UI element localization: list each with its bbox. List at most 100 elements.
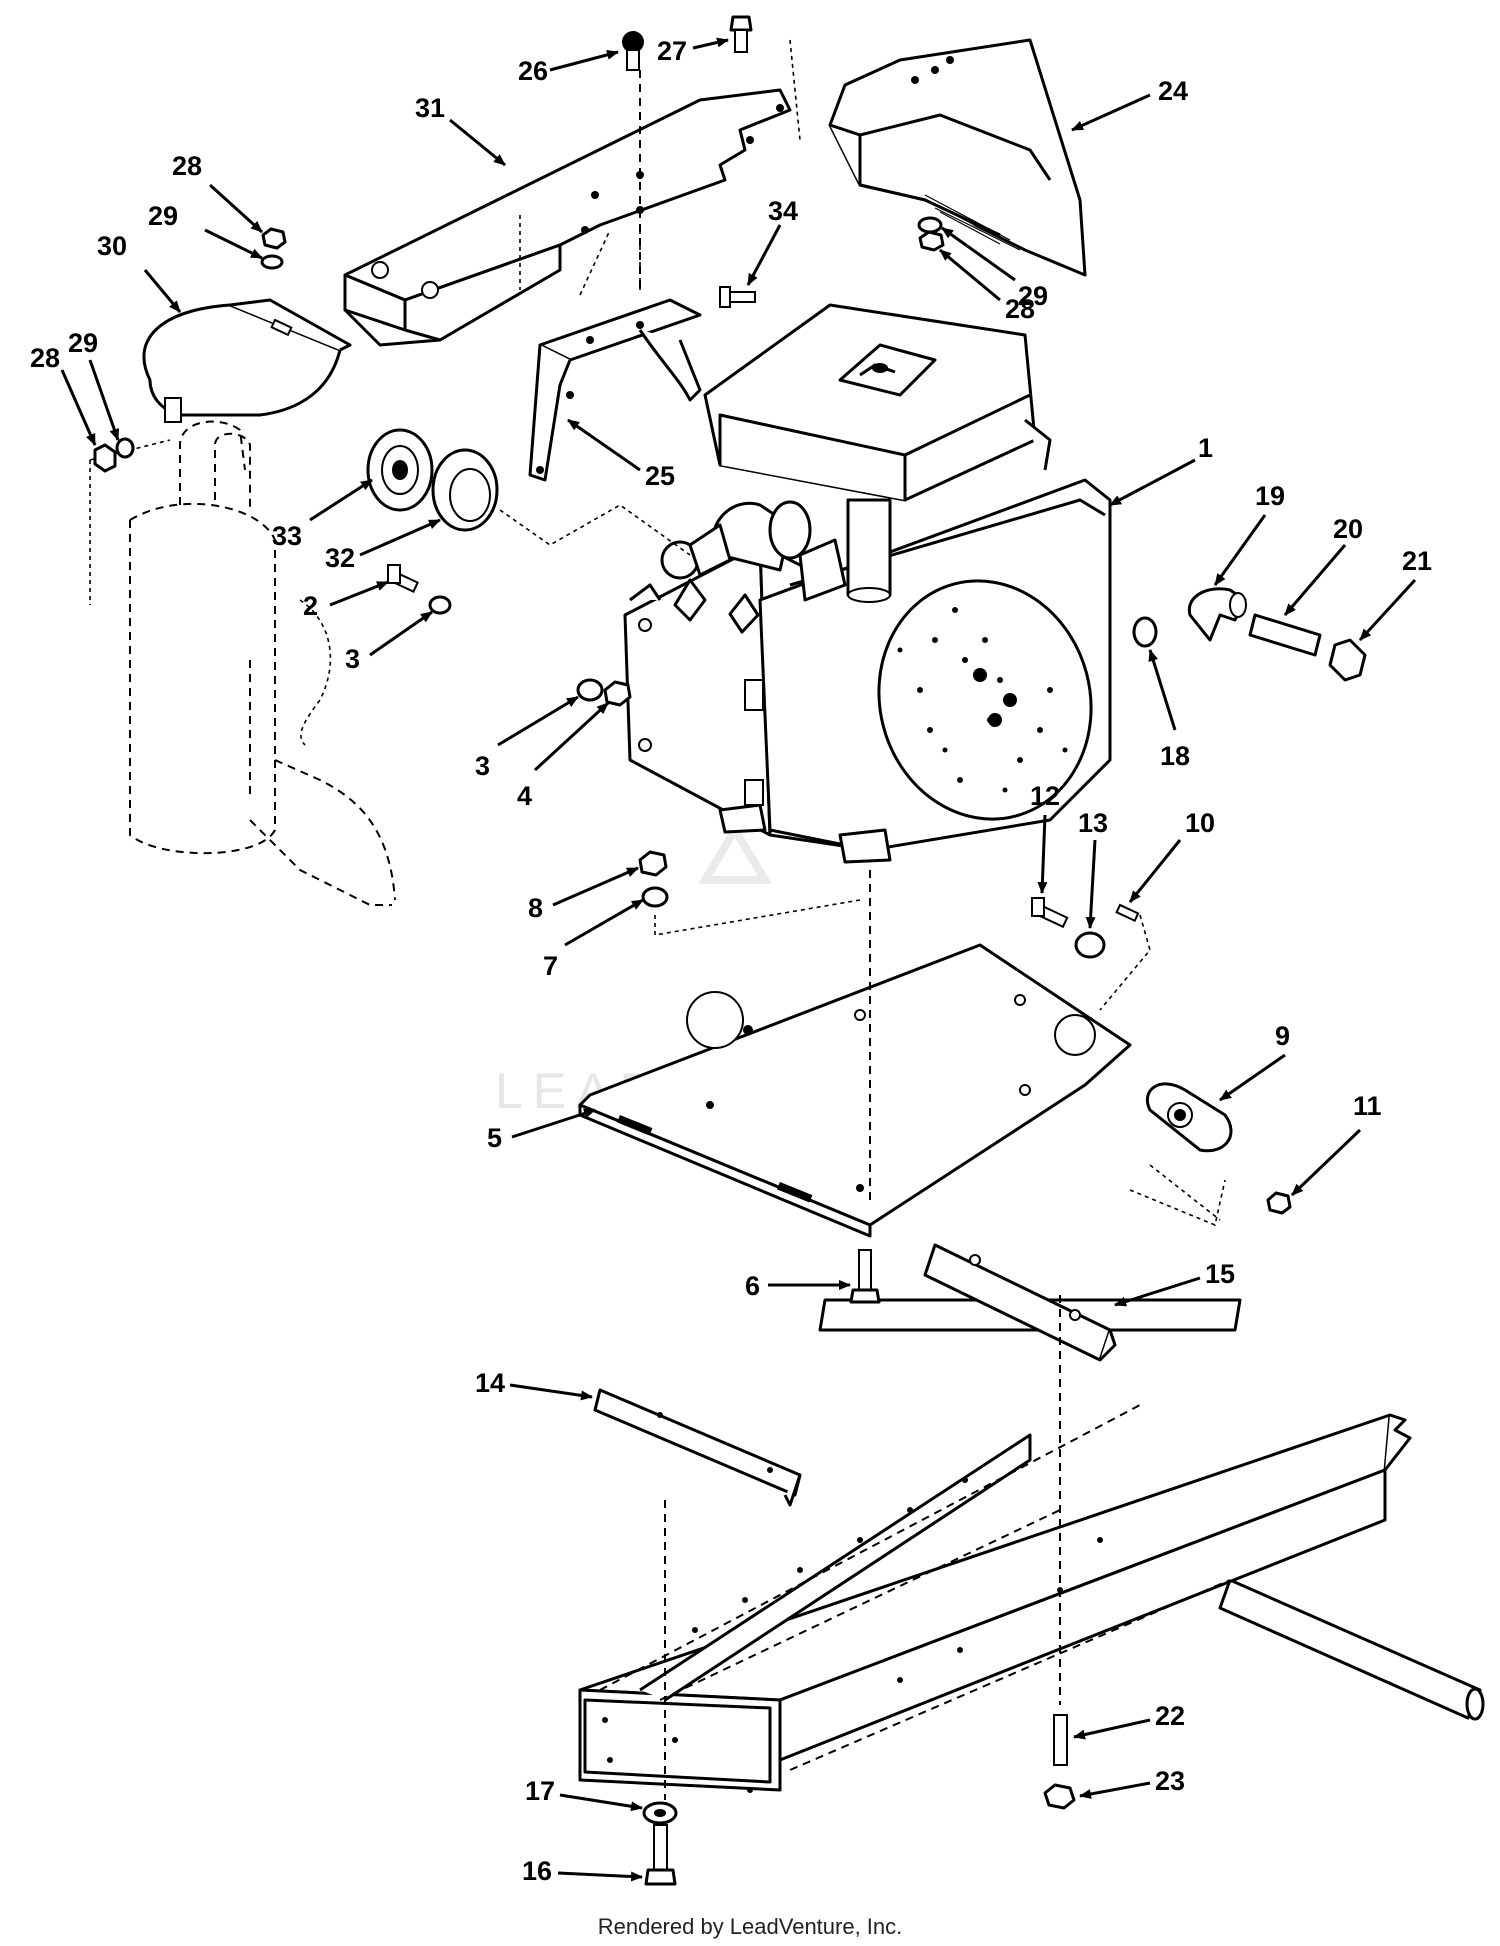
callout-23[interactable]: 23: [1079, 1766, 1185, 1799]
render-credit: Rendered by LeadVenture, Inc.: [597, 1914, 903, 1939]
callout-label-5: 5: [487, 1123, 502, 1153]
callout-label-22: 22: [1155, 1701, 1185, 1731]
lock-washer-guard-left: [115, 437, 135, 459]
lock-washer-lower: [576, 678, 604, 702]
callout-33[interactable]: 33: [272, 478, 373, 551]
callout-label-14: 14: [475, 1368, 505, 1398]
callout-6[interactable]: 6: [745, 1271, 851, 1301]
callout-19[interactable]: 19: [1213, 481, 1285, 586]
engine-mount-washer: [641, 886, 669, 908]
callout-label-29-left: 29: [68, 328, 98, 358]
callout-1[interactable]: 1: [1109, 433, 1213, 507]
callout-5[interactable]: 5: [487, 1108, 596, 1153]
callout-21[interactable]: 21: [1358, 546, 1432, 642]
callout-labels: 1 2 3 3 4 5 6 7: [30, 36, 1432, 1886]
hex-nut-guard-top: [261, 227, 287, 250]
callout-label-12: 12: [1030, 781, 1060, 811]
lock-washer-shield: [917, 216, 943, 234]
callout-2[interactable]: 2: [303, 580, 389, 621]
callout-30[interactable]: 30: [97, 231, 182, 313]
callout-label-25: 25: [645, 461, 675, 491]
callout-label-15: 15: [1205, 1259, 1235, 1289]
callout-27[interactable]: 27: [657, 36, 729, 66]
callout-14[interactable]: 14: [475, 1368, 593, 1401]
callout-28-left[interactable]: 28: [30, 343, 97, 446]
callout-4[interactable]: 4: [517, 701, 610, 811]
callout-label-23: 23: [1155, 1766, 1185, 1796]
callout-label-19: 19: [1255, 481, 1285, 511]
callout-label-24: 24: [1158, 76, 1188, 106]
callout-25[interactable]: 25: [567, 418, 675, 491]
callout-22[interactable]: 22: [1073, 1701, 1185, 1740]
threaded-stud: [1053, 1714, 1068, 1766]
exhaust-heat-shield: [343, 88, 792, 347]
oil-drain-fitting: [1132, 616, 1158, 648]
callout-15[interactable]: 15: [1114, 1259, 1235, 1307]
callout-13[interactable]: 13: [1078, 808, 1108, 929]
callout-label-28-top: 28: [172, 151, 202, 181]
callout-label-3-lower: 3: [475, 751, 490, 781]
callout-16[interactable]: 16: [522, 1856, 643, 1886]
callout-29-right[interactable]: 29: [941, 226, 1048, 311]
callout-28-top[interactable]: 28: [172, 151, 264, 234]
callout-10[interactable]: 10: [1128, 808, 1215, 903]
callout-20[interactable]: 20: [1283, 514, 1363, 616]
callout-3-lower[interactable]: 3: [475, 695, 579, 781]
frame-assembly: [578, 1298, 1485, 1793]
engine-top-shield: [828, 38, 1087, 277]
callout-label-8: 8: [528, 893, 543, 923]
callout-label-11: 11: [1353, 1091, 1382, 1121]
callout-label-3-upper: 3: [345, 644, 360, 674]
callout-label-29-right: 29: [1018, 281, 1048, 311]
stud-nut: [1043, 1783, 1076, 1810]
callout-29-top[interactable]: 29: [148, 201, 263, 260]
callout-32[interactable]: 32: [325, 518, 441, 573]
callout-17[interactable]: 17: [525, 1776, 643, 1812]
left-engine-mount-bracket: [593, 1388, 802, 1507]
shield-shadow-hatching: [924, 194, 1021, 251]
shield-bolt-right: [729, 15, 753, 53]
engine-mount-bolt: [849, 1249, 881, 1304]
fuel-line-connector: [1146, 1082, 1233, 1153]
callout-3-upper[interactable]: 3: [345, 610, 433, 674]
callout-11[interactable]: 11: [1290, 1091, 1382, 1197]
exhaust-bolt: [387, 564, 419, 593]
connector-nut: [1266, 1191, 1292, 1215]
callout-label-28-left: 28: [30, 343, 60, 373]
callout-label-32: 32: [325, 543, 355, 573]
engine-base-plate: [578, 943, 1132, 1238]
rubber-grommet: [1074, 931, 1106, 959]
frame-mounting-holes: [692, 1477, 1103, 1683]
callout-label-6: 6: [745, 1271, 760, 1301]
callout-8[interactable]: 8: [528, 866, 639, 923]
callout-18[interactable]: 18: [1148, 649, 1190, 771]
callout-29-left[interactable]: 29: [68, 328, 120, 441]
grommet-bolt: [1031, 897, 1069, 929]
callout-7[interactable]: 7: [543, 898, 644, 981]
callout-28-right[interactable]: 28: [939, 248, 1035, 324]
callout-label-7: 7: [543, 951, 558, 981]
callout-label-29-top: 29: [148, 201, 178, 231]
callout-label-18: 18: [1160, 741, 1190, 771]
bracket-screw: [719, 286, 756, 308]
callout-26[interactable]: 26: [518, 49, 619, 86]
callout-label-30: 30: [97, 231, 127, 261]
callout-34[interactable]: 34: [746, 196, 798, 286]
shield-bolt-top: [622, 31, 644, 71]
right-engine-mount-bracket: [923, 1243, 1117, 1362]
callout-24[interactable]: 24: [1071, 76, 1188, 132]
callout-label-21: 21: [1402, 546, 1432, 576]
callout-label-9: 9: [1275, 1021, 1290, 1051]
callout-label-27: 27: [657, 36, 687, 66]
hex-nut-guard-left: [93, 443, 117, 473]
callout-label-34: 34: [768, 196, 798, 226]
callout-label-13: 13: [1078, 808, 1108, 838]
callout-31[interactable]: 31: [415, 93, 506, 167]
callout-9[interactable]: 9: [1219, 1021, 1290, 1102]
callout-label-2: 2: [303, 591, 318, 621]
shield-support-bracket: [528, 298, 702, 482]
lock-washer-guard-top: [260, 254, 284, 270]
callout-12[interactable]: 12: [1030, 781, 1060, 894]
callout-label-28-right: 28: [1005, 294, 1035, 324]
